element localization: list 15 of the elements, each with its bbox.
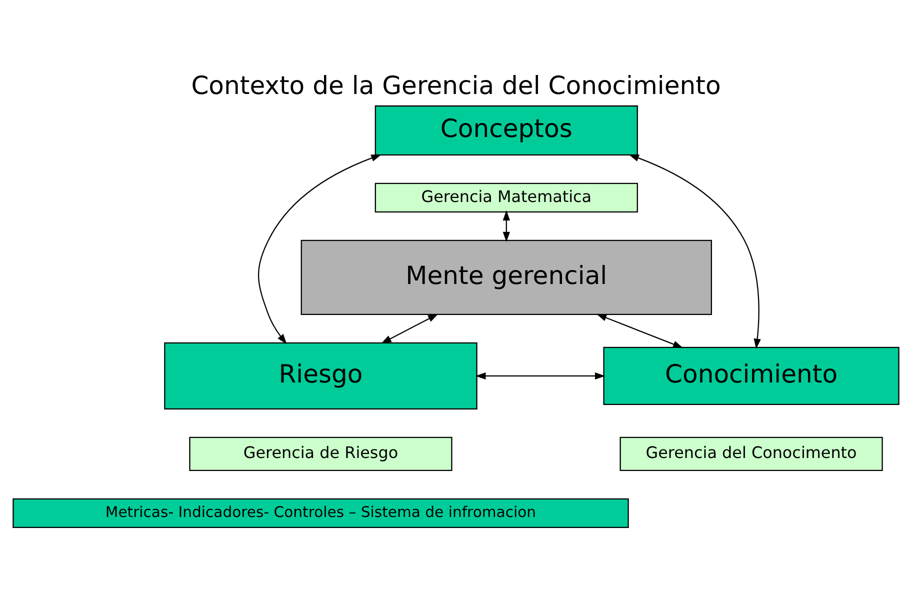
- arrow: [258, 154, 382, 344]
- arrow: [381, 314, 438, 344]
- node-box: Metricas- Indicadores- Controles – Sistema de infromacion: [12, 498, 629, 528]
- node-box: Gerencia de Riesgo: [189, 436, 452, 472]
- arrow: [502, 210, 510, 242]
- arrow: [596, 314, 684, 348]
- node-box: Conceptos: [374, 105, 638, 156]
- node-box: Riesgo: [164, 342, 478, 410]
- node-box: Gerencia del Conocimento: [620, 436, 883, 472]
- node-box: Conocimiento: [603, 346, 900, 405]
- arrow: [475, 372, 606, 380]
- node-box: Mente gerencial: [300, 240, 712, 316]
- diagram-title: Contexto de la Gerencia del Conocimiento: [191, 71, 721, 100]
- arrow: [628, 154, 761, 350]
- node-box: Gerencia Matematica: [374, 182, 638, 212]
